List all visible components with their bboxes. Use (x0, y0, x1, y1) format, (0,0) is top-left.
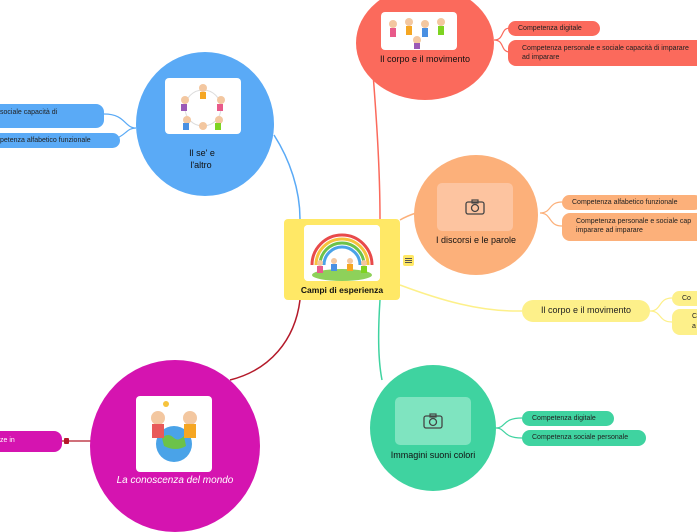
image-placeholder (395, 397, 471, 445)
topic-image-globe-kids (136, 396, 212, 472)
subtopic-competenza-sociale-personale[interactable]: Competenza sociale personale (522, 430, 646, 446)
topic-label: Il corpo e il movimento (379, 54, 471, 64)
subtopic-competenza-2[interactable]: Co a (672, 309, 697, 335)
topic-immagini-suoni-colori[interactable]: Immagini suoni colori (370, 365, 496, 491)
camera-icon (465, 199, 485, 215)
topic-label: I discorsi e le parole (435, 235, 517, 245)
topic-la-conoscenza-del-mondo[interactable]: La conoscenza del mondo (90, 360, 260, 532)
topic-image-circle-kids (165, 78, 241, 134)
topic-label-line1: Il se' e (189, 148, 215, 158)
topic-il-corpo-e-il-movimento-2[interactable]: Il corpo e il movimento (522, 300, 650, 322)
topic-il-se-e-l-altro[interactable]: Il se' e l'altro (136, 52, 274, 196)
subtopic-competenza-personale-sociale[interactable]: Competenza personale e sociale cap impar… (562, 213, 697, 241)
topic-label: La conoscenza del mondo (116, 475, 234, 486)
central-image (304, 225, 380, 281)
subtopic-competenza-1[interactable]: Co (672, 291, 697, 306)
camera-icon (423, 413, 443, 429)
topic-i-discorsi-e-le-parole[interactable]: I discorsi e le parole (414, 155, 538, 275)
topic-label-line2: l'altro (190, 160, 212, 170)
central-node[interactable]: Campi di esperienza (284, 219, 400, 300)
topic-image-kids (381, 12, 457, 50)
subtopic-sociale-capacita[interactable]: sociale capacità di (0, 104, 104, 128)
subtopic-competenza-personale-sociale[interactable]: Competenza personale e sociale capacità … (508, 40, 697, 66)
notes-icon[interactable] (403, 255, 414, 266)
connector-lines (62, 27, 673, 444)
subtopic-alfabetico-funzionale[interactable]: petenza alfabetico funzionale (0, 133, 120, 148)
topic-il-corpo-e-il-movimento[interactable]: Il corpo e il movimento (356, 0, 494, 100)
central-title: Campi di esperienza (300, 285, 384, 295)
subtopic-competenza-digitale[interactable]: Competenza digitale (522, 411, 614, 426)
subtopic-competenza-digitale[interactable]: Competenza digitale (508, 21, 600, 36)
topic-label: Immagini suoni colori (390, 450, 476, 460)
image-placeholder (437, 183, 513, 231)
subtopic-ze-in[interactable]: ze in (0, 431, 62, 452)
subtopic-competenza-alfabetico[interactable]: Competenza alfabetico funzionale (562, 195, 697, 210)
